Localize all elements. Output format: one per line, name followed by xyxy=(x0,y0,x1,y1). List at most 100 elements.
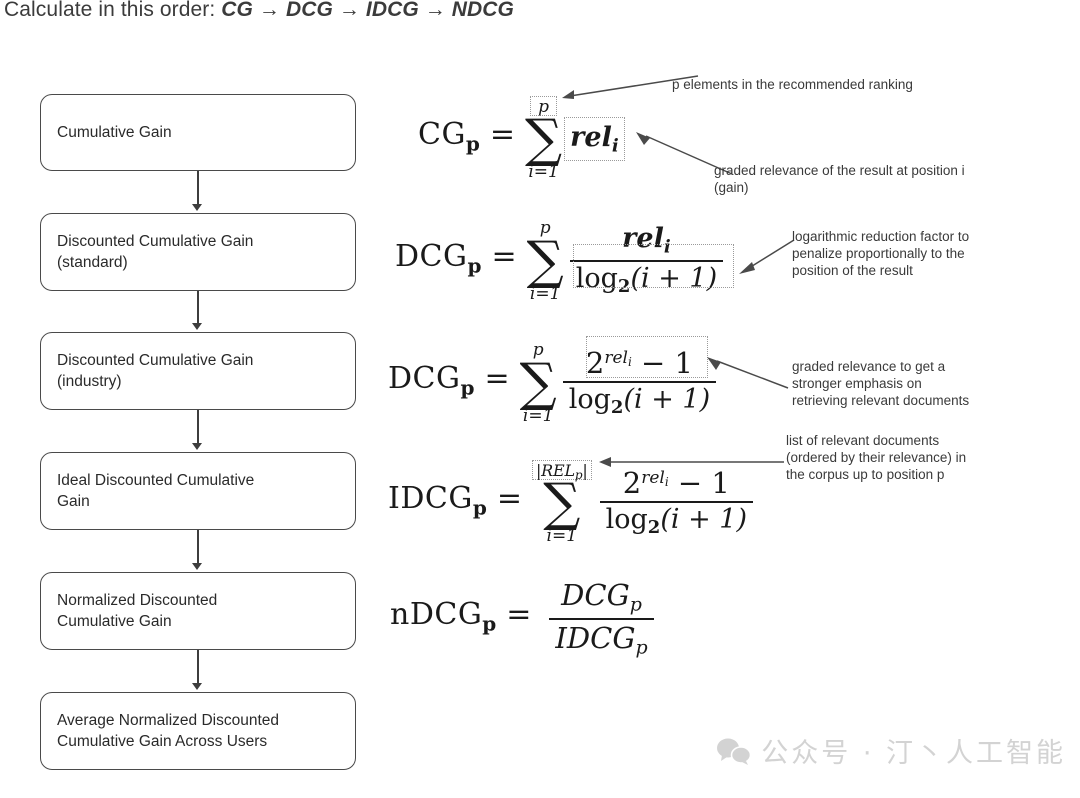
fraction-numerator: 2reli − 1 xyxy=(600,468,753,500)
wechat-watermark: 公众号 · 汀丶人工智能 xyxy=(717,731,1066,770)
flow-node-label: Ideal Discounted Cumulative Gain xyxy=(57,472,255,510)
sigma-icon: ∑ xyxy=(519,353,557,413)
exponent-rel: rel xyxy=(604,347,628,368)
flow-connector-5 xyxy=(197,650,199,686)
leader-line-p-elements xyxy=(562,75,699,99)
equals-sign: = xyxy=(506,596,532,632)
sum-lower-limit: i=1 xyxy=(522,406,554,426)
equals-sign: = xyxy=(491,238,517,274)
formula-lhs: CGp xyxy=(418,116,480,155)
formula-lhs-subscript: p xyxy=(472,494,487,519)
flow-connector-4 xyxy=(197,530,199,566)
fraction-numerator: DCGp xyxy=(549,580,653,618)
flow-arrowhead-2 xyxy=(192,323,202,330)
flow-node-label: Discounted Cumulative Gain (industry) xyxy=(57,352,254,390)
log-symbol: log xyxy=(575,262,618,294)
minus-one: − 1 xyxy=(641,346,693,381)
log-argument: (i + 1) xyxy=(630,262,718,294)
dcg-symbol: DCG xyxy=(561,578,630,612)
formula-lhs-symbol: IDCG xyxy=(388,480,473,516)
log-argument: (i + 1) xyxy=(660,503,747,535)
leader-line-graded-relevance xyxy=(636,132,733,175)
rel-set-bar: | xyxy=(582,461,588,480)
sum-lower-limit: i=1 xyxy=(529,284,561,304)
rel-term: reli xyxy=(570,122,619,157)
rel-symbol: rel xyxy=(622,223,664,255)
leader-line-log-reduction xyxy=(739,239,795,274)
flow-node-idcg[interactable]: Ideal Discounted Cumulative Gain xyxy=(40,452,356,530)
rel-subscript: i xyxy=(611,135,619,157)
flow-node-cumulative-gain[interactable]: Cumulative Gain xyxy=(40,94,356,171)
formula-lhs-symbol: nDCG xyxy=(390,596,483,632)
flow-arrowhead-5 xyxy=(192,683,202,690)
equals-sign: = xyxy=(484,360,510,396)
wechat-icon xyxy=(717,738,752,765)
summation: p∑i=1 xyxy=(527,218,564,304)
formula-lhs-symbol: CG xyxy=(418,116,466,152)
power-exponent: reli xyxy=(604,348,631,368)
sigma-icon: ∑ xyxy=(525,109,563,169)
flow-node-dcg-standard[interactable]: Discounted Cumulative Gain (standard) xyxy=(40,213,356,291)
flow-connector-2 xyxy=(197,291,199,326)
power-base: 2 xyxy=(622,466,642,501)
annotation-relevant-documents-list: list of relevant documents (ordered by t… xyxy=(786,433,967,482)
rel-term-highlight: reli xyxy=(564,116,625,162)
formula-lhs: DCGp xyxy=(395,239,481,277)
flow-node-ndcg[interactable]: Normalized Discounted Cumulative Gain xyxy=(40,572,356,650)
fraction-numerator: 2reli − 1 xyxy=(563,348,716,380)
fraction-denominator: log2(i + 1) xyxy=(562,380,717,418)
log-argument: (i + 1) xyxy=(623,383,711,415)
annotation-graded-relevance-position: graded relevance of the result at positi… xyxy=(714,163,965,195)
sigma-icon: ∑ xyxy=(526,231,564,291)
flow-connector-3 xyxy=(197,410,199,446)
fraction-denominator: IDCGp xyxy=(549,617,654,659)
fraction-denominator: log2(i + 1) xyxy=(599,500,753,538)
exponent-rel: rel xyxy=(641,467,665,488)
minus-one: − 1 xyxy=(677,466,730,501)
page-title-sequence: CG → DCG → IDCG → NDCG xyxy=(221,0,514,21)
exponent-subscript: i xyxy=(627,354,632,369)
log-base: 2 xyxy=(610,396,624,418)
flow-node-dcg-industry[interactable]: Discounted Cumulative Gain (industry) xyxy=(40,332,356,410)
formula-lhs: IDCGp xyxy=(388,480,487,519)
dcg-subscript: p xyxy=(629,593,642,616)
flow-node-label: Average Normalized Discounted Cumulative… xyxy=(57,712,279,750)
flow-arrowhead-4 xyxy=(192,563,202,570)
sum-lower-limit: i=1 xyxy=(528,162,559,182)
sigma-icon: ∑ xyxy=(543,473,581,533)
annotation-p-elements: p elements in the recommended ranking xyxy=(672,77,913,92)
annotation-log-reduction-factor: logarithmic reduction factor to penalize… xyxy=(792,229,970,278)
idcg-symbol: IDCG xyxy=(555,620,636,655)
flow-node-label: Normalized Discounted Cumulative Gain xyxy=(57,592,218,630)
log-base: 2 xyxy=(617,275,631,297)
page-title: Calculate in this order: CG → DCG → IDCG… xyxy=(4,0,514,22)
flow-connector-1 xyxy=(197,171,199,207)
formula-lhs-subscript: p xyxy=(482,611,497,636)
summation: p∑i=1 xyxy=(525,96,562,182)
formula-lhs-subscript: p xyxy=(465,130,480,155)
log-symbol: log xyxy=(605,503,648,535)
annotation-stronger-emphasis: graded relevance to get a stronger empha… xyxy=(792,359,970,408)
flow-arrowhead-1 xyxy=(192,204,202,211)
power-exponent: reli xyxy=(641,468,668,488)
flow-node-avg-ndcg[interactable]: Average Normalized Discounted Cumulative… xyxy=(40,692,356,770)
formula-lhs-symbol: DCG xyxy=(388,360,461,396)
formula-lhs: DCGp xyxy=(388,360,474,399)
fraction-numerator: reli xyxy=(570,225,723,259)
rel-set-subscript: p xyxy=(574,468,583,482)
equals-sign: = xyxy=(496,480,522,516)
summation: |RELp|∑i=1 xyxy=(531,460,592,546)
idcg-subscript: p xyxy=(635,636,648,659)
leader-line-stronger-emphasis xyxy=(707,357,789,389)
formula-lhs: nDCGp xyxy=(390,596,497,636)
equals-sign: = xyxy=(489,116,516,152)
log-base: 2 xyxy=(647,516,661,538)
flow-arrowhead-3 xyxy=(192,443,202,450)
